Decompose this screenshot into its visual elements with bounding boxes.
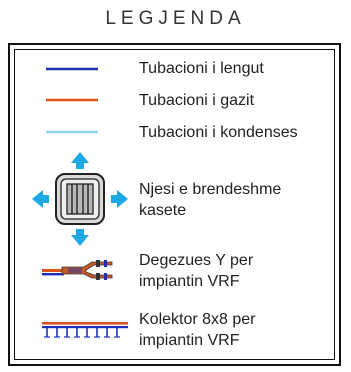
legend-inner-border [14,49,335,360]
collector-label-line2: impiantin VRF [139,332,240,349]
collector-label-line1: Kolektor 8x8 per [139,311,256,328]
legend-title: LEGJENDA [105,8,246,29]
condensate-pipe-label: Tubacioni i kondenses [139,124,298,141]
collector-icon [42,322,128,338]
legend-box [8,43,341,366]
cassette-unit-icon [32,152,128,246]
y-branch-label-line1: Degezues Y per [139,252,254,269]
condensate-pipe-line-symbol [46,130,98,134]
cassette-unit-label-line1: Njesi e brendeshme [139,181,282,198]
liquid-pipe-label: Tubacioni i lengut [139,60,264,77]
y-branch-icon [42,260,113,280]
cassette-unit-label-line2: kasete [139,202,187,219]
y-branch-label-line2: impiantin VRF [139,273,240,290]
gas-pipe-line-symbol [46,98,98,102]
liquid-pipe-line-symbol [46,67,98,71]
gas-pipe-label: Tubacioni i gazit [139,92,255,109]
